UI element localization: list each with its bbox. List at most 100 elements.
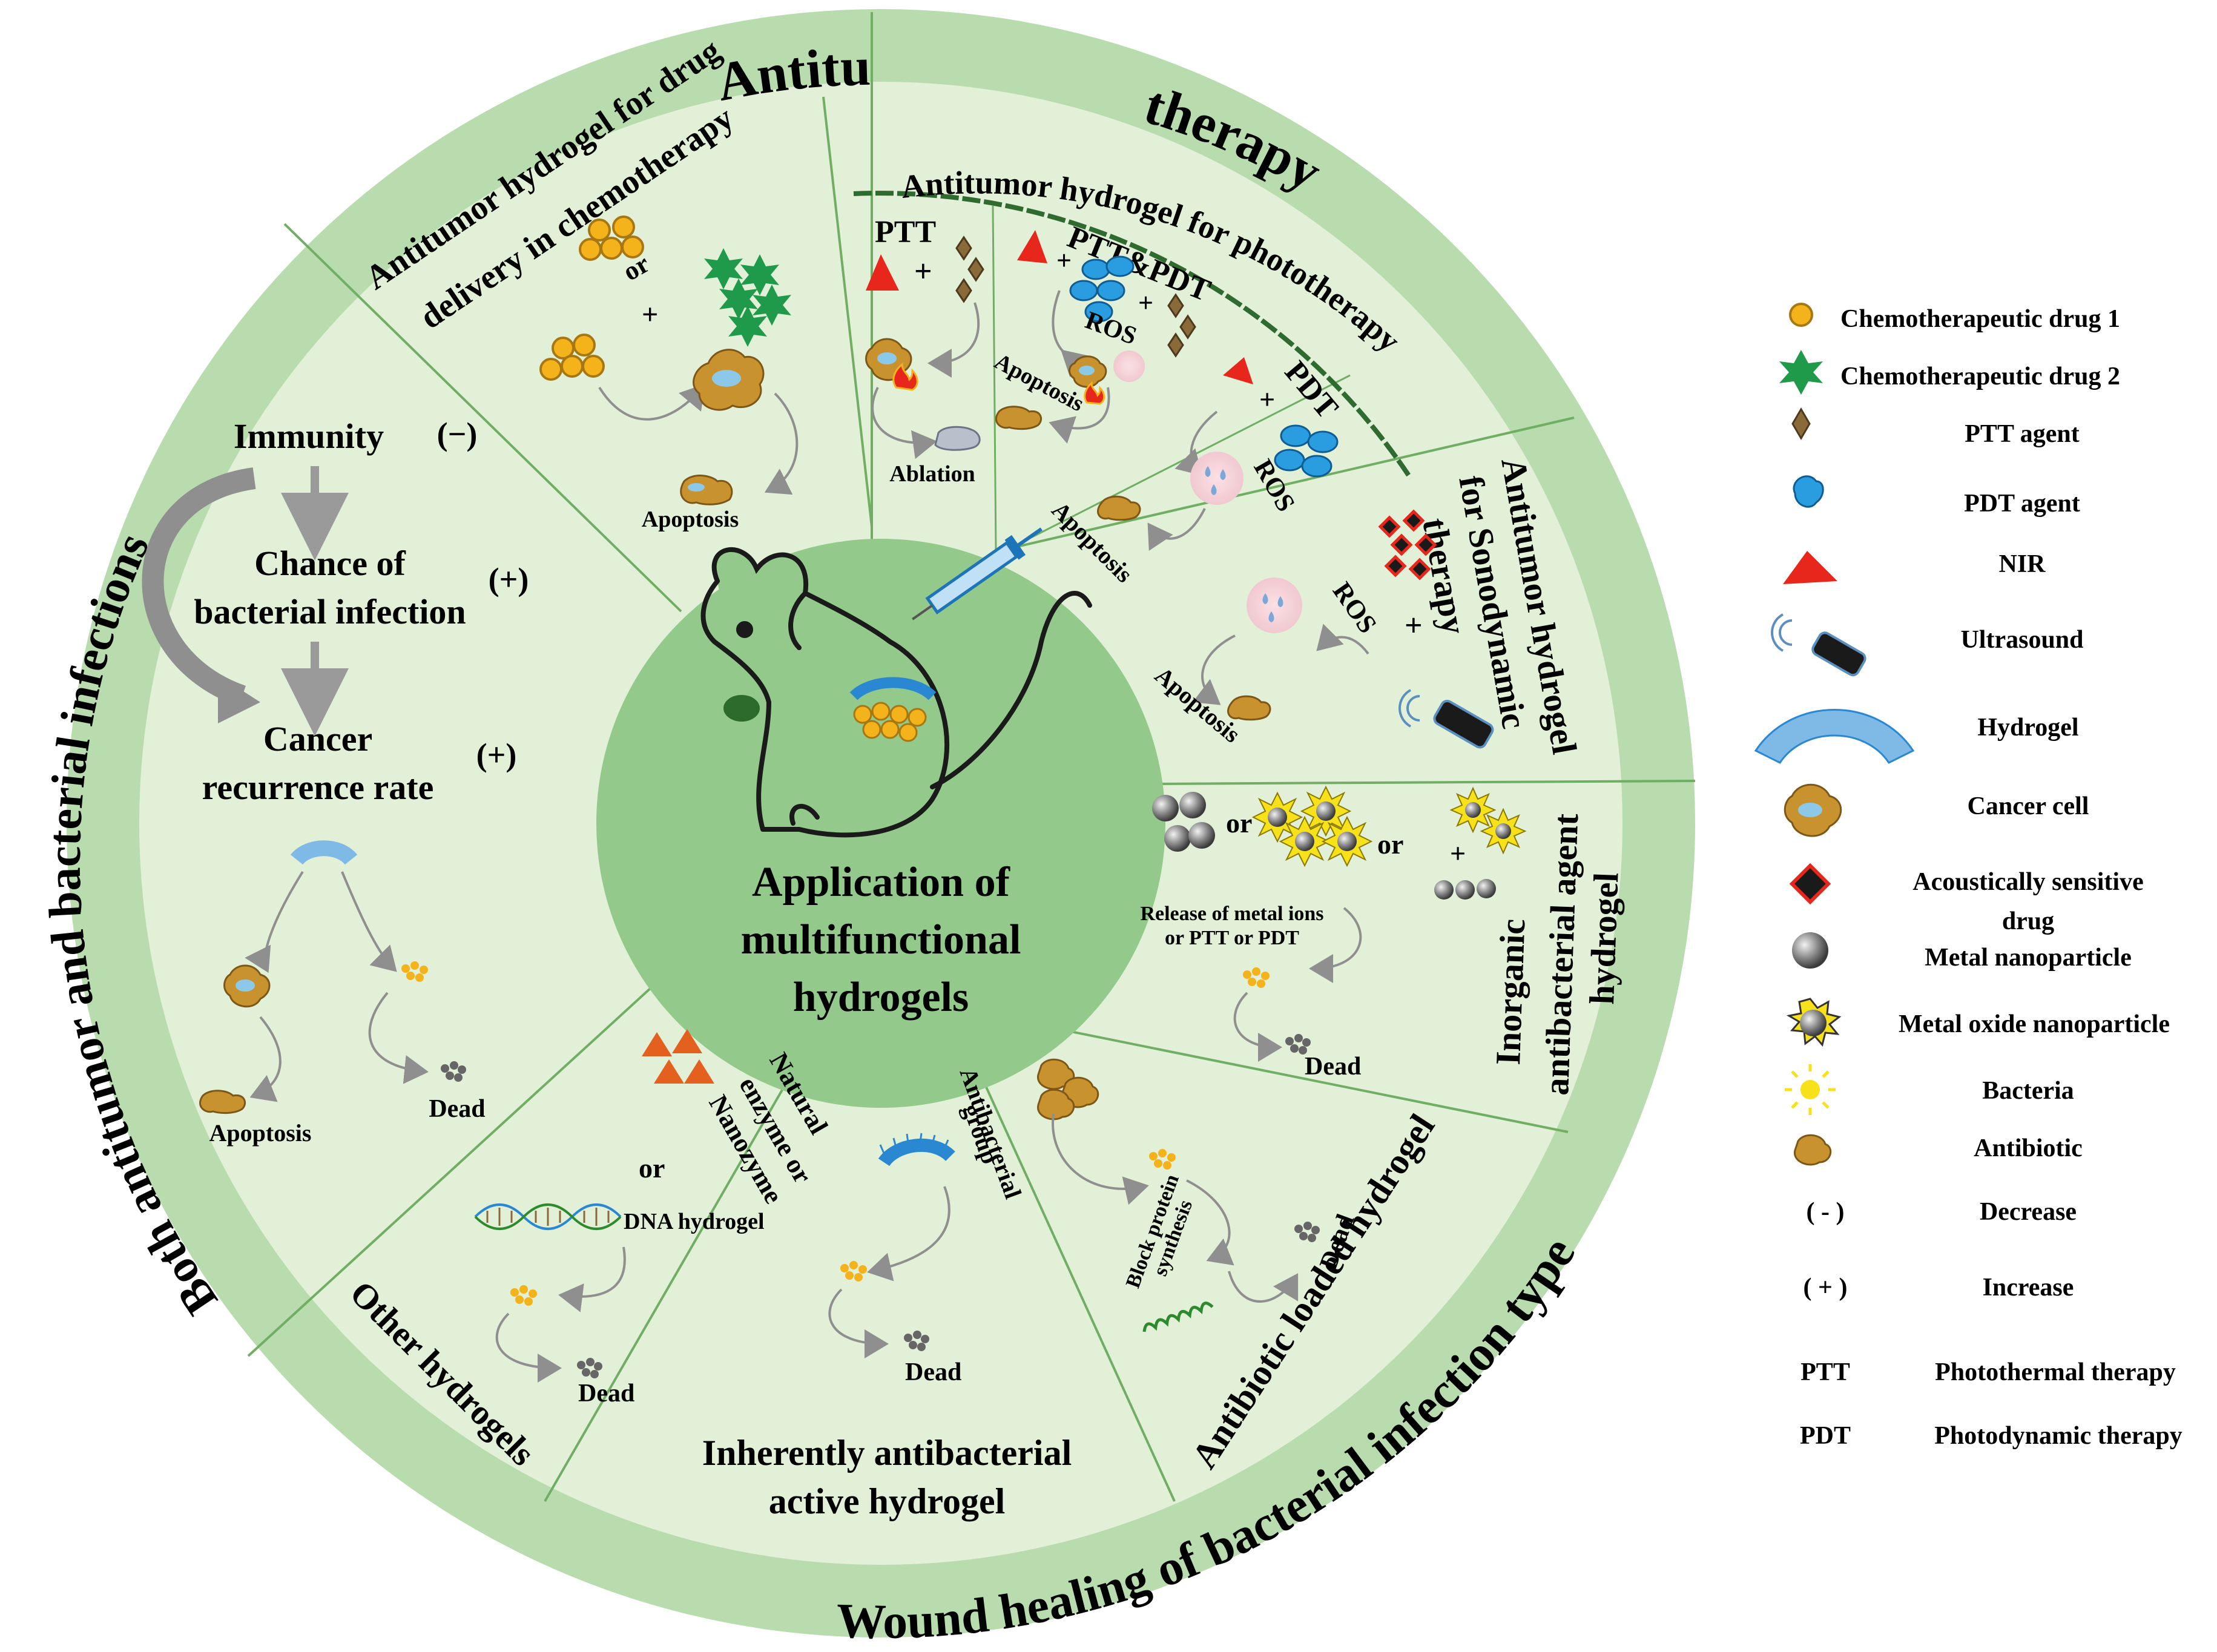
chemo-drug-1-group-icon xyxy=(539,334,605,381)
chemo-cancer-cell-icon xyxy=(693,349,765,411)
inorganic-metal-oxide-icon xyxy=(1251,785,1373,867)
inorganic-plus: + xyxy=(1450,838,1466,869)
both-chance-line2: bacterial infection xyxy=(194,592,466,631)
antibiotic-arrow-3 xyxy=(1228,1271,1299,1303)
both-immunity: Immunity xyxy=(234,416,384,456)
inorganic-metal-oxide-icon-2 xyxy=(1449,786,1527,855)
inherent-hydrogel-icon xyxy=(878,1133,955,1167)
photo-plus-2: + xyxy=(1056,246,1072,275)
antibiotic-dead-bacteria-icon xyxy=(1294,1222,1320,1242)
both-dead-label: Dead xyxy=(429,1095,485,1123)
legend-hydrogel-icon xyxy=(1754,709,1915,764)
inherent-arrow-2 xyxy=(828,1288,889,1358)
legend-ptt-agent-icon xyxy=(1791,407,1811,440)
other-dna-label: DNA hydrogel xyxy=(624,1209,765,1234)
inorganic-dead-bacteria-icon xyxy=(1285,1034,1311,1055)
both-big-arrow-head xyxy=(218,675,260,723)
inorganic-or-1: or xyxy=(1226,808,1252,838)
legend-label-15: Photothermal therapy xyxy=(1935,1358,2176,1386)
legend-metal-nanoparticle-icon xyxy=(1792,932,1828,969)
other-dna-icon xyxy=(474,1203,622,1230)
legend-label-16: Photodynamic therapy xyxy=(1934,1422,2182,1450)
chemo-arrow-1 xyxy=(598,383,706,421)
implanted-hydrogel-icon xyxy=(849,677,937,742)
photo-fire-icon-1 xyxy=(892,362,918,391)
legend-label-13: Decrease xyxy=(1980,1198,2077,1226)
legend-label-10: Metal oxide nanoparticle xyxy=(1899,1010,2170,1038)
antibiotic-arrow-2 xyxy=(1186,1179,1234,1266)
inorganic-bacteria-icon xyxy=(1243,967,1270,988)
photo-ptt-agent-icon-2 xyxy=(1167,293,1196,358)
photo-nir-icon-3 xyxy=(1223,357,1253,384)
photo-plus-1: + xyxy=(914,254,932,289)
both-bacteria-icon xyxy=(401,961,428,982)
photo-nir-icon-1 xyxy=(866,254,899,291)
photo-ablation-cell-icon xyxy=(934,426,981,451)
other-dead-label: Dead xyxy=(578,1380,634,1407)
antibiotic-protein-icon xyxy=(1142,1302,1214,1332)
sector-inorganic: Inorganic antibacterial agent hydrogel o… xyxy=(1140,785,1626,1096)
chemo-apoptosis-label: Apoptosis xyxy=(642,507,739,532)
legend-pdt-agent-icon xyxy=(1793,475,1824,508)
sono-apoptosis-cell-icon xyxy=(1227,695,1271,721)
sono-ultrasound-icon xyxy=(1398,689,1494,749)
photo-fire-icon-2 xyxy=(1084,381,1105,405)
both-arrow-cell xyxy=(249,1016,282,1102)
other-enzyme-icon xyxy=(642,1029,714,1084)
sector-dividers xyxy=(247,12,1696,1502)
inorganic-dead-label: Dead xyxy=(1305,1053,1361,1081)
legend-label-7: Cancer cell xyxy=(1968,792,2089,820)
inorganic-arrow-2 xyxy=(1233,992,1282,1062)
legend-acoustic-drug-icon xyxy=(1789,863,1831,905)
legend-ultrasound-icon xyxy=(1771,613,1866,677)
inherent-dead-bacteria-icon xyxy=(904,1331,929,1351)
photo-apoptosis-cell-icon-2 xyxy=(1097,495,1141,521)
antibiotic-bacteria-icon xyxy=(1149,1149,1176,1170)
sono-plus: + xyxy=(1405,608,1423,643)
legend-label-2: PTT agent xyxy=(1965,420,2079,448)
chemo-drug-1-cluster-icon xyxy=(579,216,644,261)
both-dead-bacteria-icon xyxy=(441,1061,466,1082)
photo-arrow-ptt-1 xyxy=(927,302,980,378)
photo-ablation-label: Ablation xyxy=(889,461,975,487)
photo-ptt-agent-icon xyxy=(955,235,984,303)
photo-pdt-agent-icon-1 xyxy=(1069,255,1135,323)
chemo-arrow-2 xyxy=(764,392,799,495)
legend-antibiotic-icon xyxy=(1794,1134,1832,1166)
photo-ros-glow-2 xyxy=(1190,452,1244,505)
photo-apoptosis-cell-icon-1 xyxy=(995,406,1042,430)
chemo-apoptosis-cell-icon xyxy=(680,475,733,505)
legend-ptt-symbol: PTT xyxy=(1800,1358,1850,1386)
center-title-line2: multifunctional xyxy=(741,916,1021,963)
antibiotic-cluster-icon xyxy=(1037,1058,1099,1121)
legend-label-5: Ultrasound xyxy=(1960,626,2083,654)
other-or-text: or xyxy=(639,1153,665,1183)
other-bacteria-icon xyxy=(510,1285,537,1306)
inherent-bacteria-icon xyxy=(840,1261,867,1282)
center-title-line3: hydrogels xyxy=(793,974,969,1021)
legend-label-4: NIR xyxy=(1998,550,2046,578)
legend-label-14: Increase xyxy=(1983,1274,2074,1302)
syringe-icon xyxy=(912,527,1043,620)
photo-arrow-pdt-2 xyxy=(1147,508,1206,551)
legend-label-0: Chemotherapeutic drug 1 xyxy=(1840,305,2120,333)
center-title-line1: Application of xyxy=(752,859,1010,906)
inorganic-release-line2: or PTT or PDT xyxy=(1165,927,1299,949)
legend-label-3: PDT agent xyxy=(1964,490,2080,518)
inherent-dead-label: Dead xyxy=(905,1358,961,1386)
inorganic-title-line1: Inorganic xyxy=(1488,918,1532,1066)
ring-label-antitumor: Antitumor xyxy=(0,0,871,113)
inorganic-title-line3: hydrogel xyxy=(1582,872,1626,1005)
photo-plus-4: + xyxy=(1259,384,1275,415)
inorganic-release-line1: Release of metal ions xyxy=(1140,903,1323,925)
photo-ptt-label: PTT xyxy=(875,215,936,249)
legend-label-6: Hydrogel xyxy=(1977,714,2078,742)
sono-ros-drops-icon xyxy=(1262,593,1283,622)
photo-ros-drops-icon xyxy=(1205,466,1226,495)
sector-sonodynamic: Antitumor hydrogel for Sonodynamic thera… xyxy=(1150,455,1584,757)
both-arrow-right xyxy=(341,871,397,972)
legend-chemo-drug-1-icon xyxy=(1789,303,1813,327)
both-chance-line1: Chance of xyxy=(254,544,406,583)
legend-bacteria-icon xyxy=(1785,1064,1836,1115)
sono-ros-glow xyxy=(1247,578,1302,633)
